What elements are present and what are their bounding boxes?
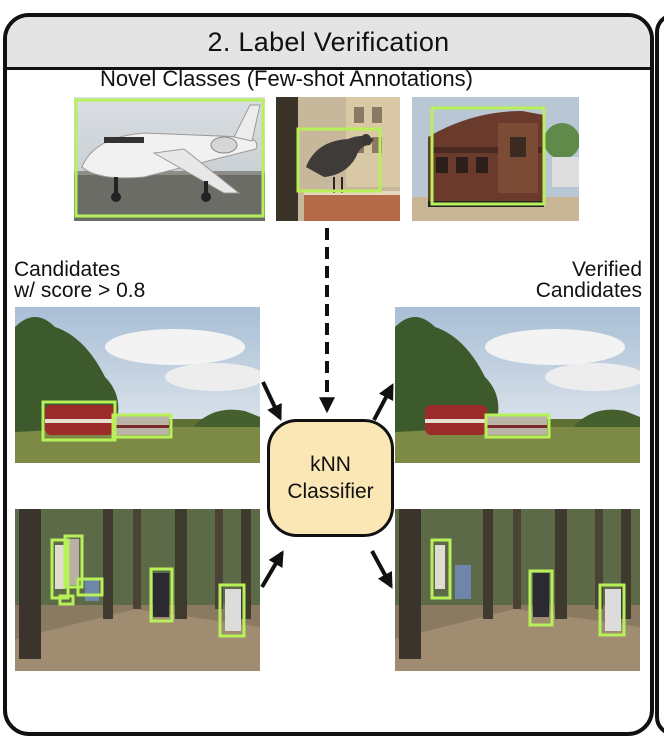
- candidate-forest-scene-image: [15, 509, 260, 671]
- candidates-label: Candidates w/ score > 0.8: [14, 259, 145, 301]
- train-car-example-image: [412, 97, 579, 221]
- knn-classifier-node: kNN Classifier: [267, 419, 394, 537]
- verified-train-scene-image: [395, 307, 640, 463]
- knn-classifier-line2: Classifier: [287, 478, 373, 505]
- novel-classes-label: Novel Classes (Few-shot Annotations): [100, 66, 473, 92]
- verified-label-line2: Candidates: [536, 280, 642, 301]
- candidates-label-line1: Candidates: [14, 259, 145, 280]
- verified-label-line1: Verified: [536, 259, 642, 280]
- knn-classifier-line1: kNN: [310, 451, 351, 478]
- next-panel-edge: [655, 13, 664, 736]
- verified-forest-scene-image: [395, 509, 640, 671]
- airplane-example-image: [74, 97, 265, 221]
- panel-title-bar: 2. Label Verification: [7, 17, 650, 70]
- candidates-label-line2: w/ score > 0.8: [14, 280, 145, 301]
- verified-candidates-label: Verified Candidates: [536, 259, 642, 301]
- candidate-train-scene-image: [15, 307, 260, 463]
- panel-title: 2. Label Verification: [208, 27, 450, 58]
- bird-example-image: [276, 97, 400, 221]
